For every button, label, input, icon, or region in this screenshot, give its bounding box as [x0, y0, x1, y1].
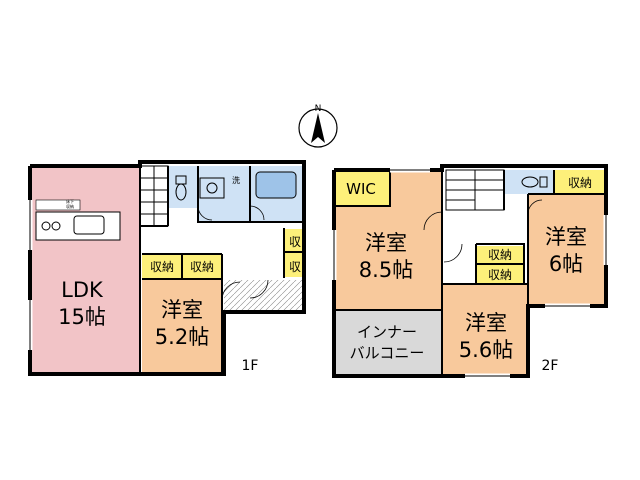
ldk-size: 15帖: [58, 305, 106, 329]
under-floor-storage-label: 床下: [66, 198, 74, 204]
storage-1f-a-label: 収納: [150, 260, 174, 274]
room-5-6: [443, 284, 527, 376]
balcony-line2: バルコニー: [350, 344, 425, 362]
floor-2-label: 2F: [542, 358, 559, 374]
room-8-5: [334, 206, 442, 310]
balcony-line1: インナー: [357, 323, 417, 341]
ldk-name: LDK: [61, 278, 104, 302]
room-8-5-size: 8.5帖: [359, 258, 413, 282]
storage-2f-mid-1: [477, 246, 523, 264]
bathtub-icon: [255, 171, 297, 199]
western-room-1f-name: 洋室: [161, 298, 203, 322]
stairs-1f: [139, 165, 169, 227]
toilet-1f: [168, 166, 198, 208]
storage-2f-mid-2-label: 収納: [488, 268, 512, 282]
compass-north-label: N: [315, 104, 322, 114]
wic-label: WIC: [346, 180, 376, 198]
balcony-2f: [334, 310, 442, 376]
washbasin-icon: [199, 177, 225, 199]
storage-1f-c-label-bottom: 収: [289, 260, 301, 274]
entrance-1f: [224, 280, 302, 312]
washroom-label: 洗: [232, 175, 240, 185]
floor-1-label: 1F: [242, 358, 259, 374]
kitchen-counter: [35, 199, 121, 241]
storage-1f-b: [183, 255, 221, 279]
stairs-2f: [445, 169, 505, 211]
storage-1f-a: [142, 255, 182, 279]
toilet-2f: [504, 170, 554, 194]
room-6-size: 6帖: [549, 252, 583, 276]
floor-1: 床下 収納: [27, 160, 306, 376]
room-8-5-name: 洋室: [365, 231, 407, 255]
storage-1f-b-label: 収納: [190, 260, 214, 274]
wic-2f: [334, 170, 390, 206]
ldk-room: [30, 166, 140, 374]
toilet-icon: [175, 175, 187, 201]
room-5-6-name: 洋室: [465, 311, 507, 335]
room-8-5-upper: [390, 170, 442, 206]
room-6-name: 洋室: [545, 225, 587, 249]
storage-1f-c-label-top: 収: [289, 235, 301, 249]
compass-icon: N: [298, 104, 338, 148]
room-6: [528, 194, 606, 306]
floor-2: WIC 洋室 8.5帖 洋室 6帖 洋室 5.6帖 インナー バルコニー 収納 …: [331, 164, 609, 379]
storage-2f-top: [554, 170, 606, 194]
room-5-6-size: 5.6帖: [459, 338, 513, 362]
storage-2f-mid-2: [477, 264, 523, 284]
western-room-1f: [142, 280, 221, 374]
western-room-1f-size: 5.2帖: [155, 325, 209, 349]
storage-2f-top-label: 収納: [568, 176, 592, 190]
toilet-2f-icon: [521, 176, 548, 188]
storage-2f-mid-1-label: 収納: [488, 248, 512, 262]
under-floor-storage-label-2: 収納: [66, 203, 74, 209]
